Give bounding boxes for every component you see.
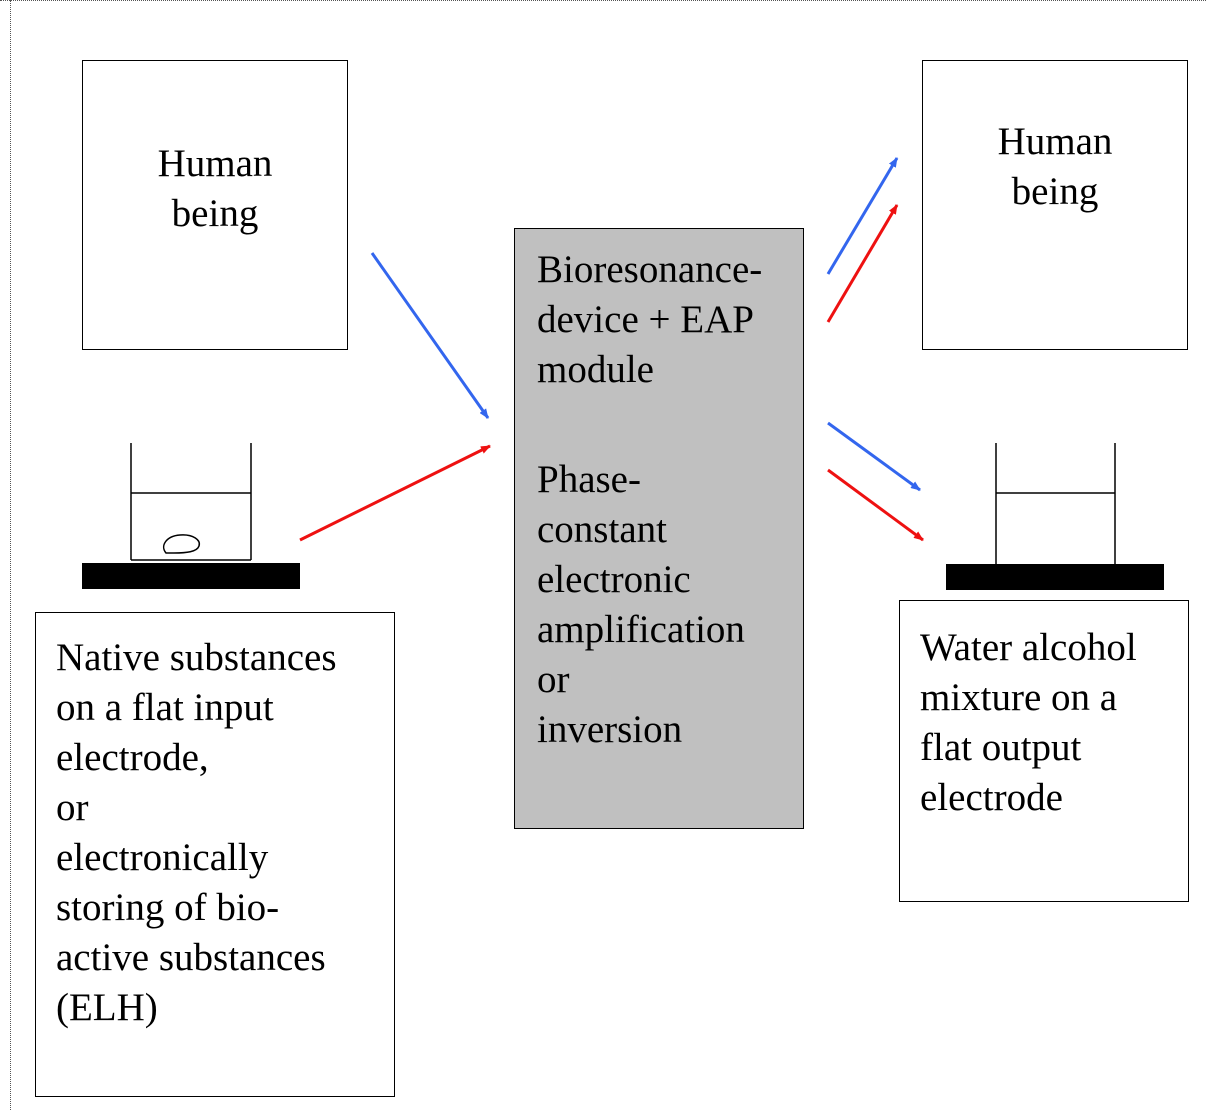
human-being-left-label: Human being [157,142,273,235]
output-electrode-box: Water alcohol mixture on a flat output e… [899,600,1189,902]
red-arrow-device-to-output [827,468,924,542]
frame-left-border [10,0,11,1110]
output-electrode-plate [946,564,1164,590]
bioresonance-device-box: Bioresonance- device + EAP module Phase-… [514,228,804,829]
output-electrode-label: Water alcohol mixture on a flat output e… [920,626,1137,819]
output-beaker-icon [995,443,1116,564]
human-being-right-box: Human being [922,60,1188,350]
input-beaker-icon [130,443,252,561]
blue-arrow-human-to-device [370,252,490,419]
red-arrow-device-to-human [826,204,899,323]
blue-arrow-device-to-output [827,421,921,492]
device-label-top: Bioresonance- device + EAP module [537,248,763,391]
input-electrode-box: Native substances on a flat input electr… [35,612,395,1097]
input-electrode-plate [82,563,300,589]
human-being-left-box: Human being [82,60,348,350]
input-electrode-label: Native substances on a flat input electr… [56,636,337,1029]
human-being-right-label: Human being [997,120,1113,213]
blue-arrow-device-to-human [826,157,899,275]
frame-top-border [0,0,1206,1]
device-label-bottom: Phase- constant electronic amplification… [537,458,745,751]
red-arrow-substance-to-device [299,444,491,542]
substance-sample-icon [162,534,201,554]
